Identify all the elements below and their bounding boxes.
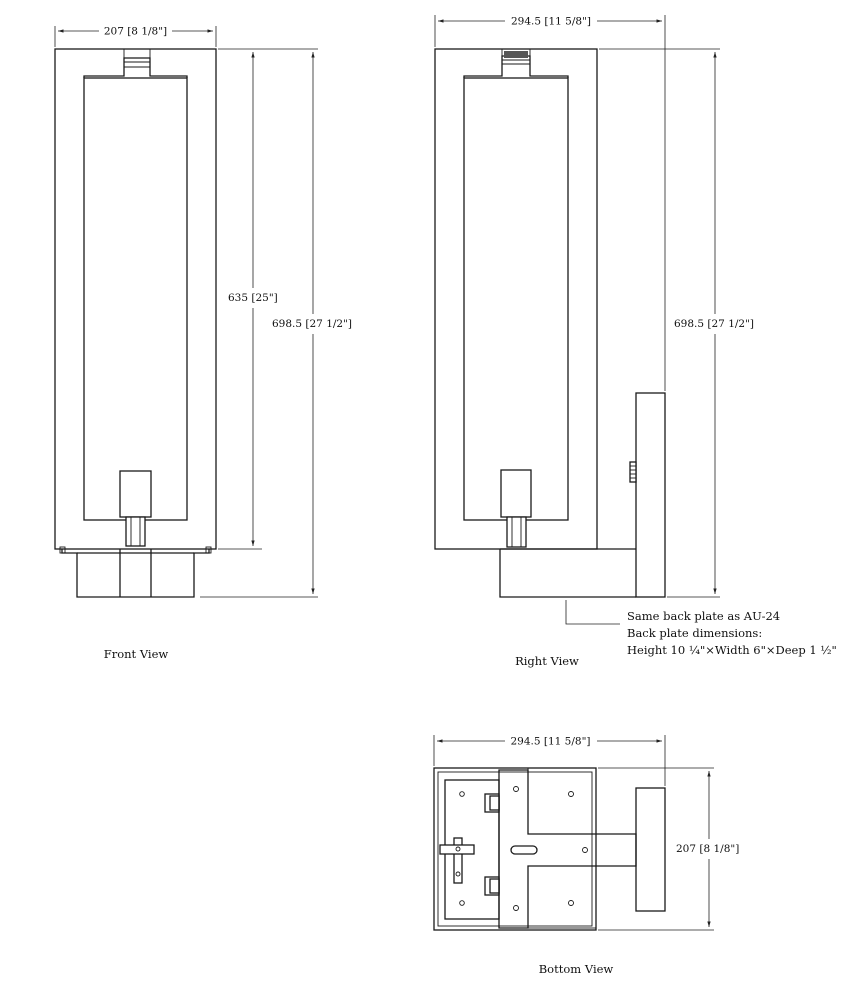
bottom-view-caption: Bottom View <box>539 962 614 976</box>
front-top-notch <box>83 57 188 78</box>
front-base <box>61 549 210 598</box>
right-view-caption: Right View <box>515 654 579 668</box>
right-inner-window <box>463 77 569 521</box>
bottom-width-dim: 294.5 [11 5/8"] <box>510 736 590 748</box>
front-view: 207 [8 1/8"] 635 [25"] 698.5 [27 1/2"] F… <box>54 26 352 661</box>
bottom-depth-dim: 207 [8 1/8"] <box>676 843 739 855</box>
right-total-height-dim: 698.5 [27 1/2"] <box>674 318 754 330</box>
front-view-caption: Front View <box>104 647 169 661</box>
front-socket <box>119 470 152 518</box>
right-width-dim: 294.5 [11 5/8"] <box>511 16 591 28</box>
note-leader <box>565 600 620 625</box>
bottom-view: 294.5 [11 5/8"] 207 [8 1/8"] Bottom View <box>433 735 739 976</box>
front-inner-height-dim: 635 [25"] <box>228 292 278 304</box>
right-back-plate <box>635 392 666 598</box>
right-socket <box>500 469 532 518</box>
right-view: 294.5 [11 5/8"] 698.5 [27 1/2"] Same bac… <box>434 15 837 668</box>
note-line-1: Same back plate as AU-24 <box>627 609 780 623</box>
bottom-back-plate <box>635 787 666 912</box>
front-width-dim: 207 [8 1/8"] <box>104 26 167 38</box>
front-outer-frame <box>54 48 217 550</box>
front-total-height-dim: 698.5 [27 1/2"] <box>272 318 352 330</box>
note-line-3: Height 10 ¼"×Width 6"×Deep 1 ½" <box>627 643 837 657</box>
note-line-2: Back plate dimensions: <box>627 626 762 640</box>
front-inner-window <box>83 77 188 521</box>
right-arm <box>499 549 636 598</box>
bottom-body <box>433 767 597 931</box>
bottom-mount-bracket <box>498 769 637 929</box>
